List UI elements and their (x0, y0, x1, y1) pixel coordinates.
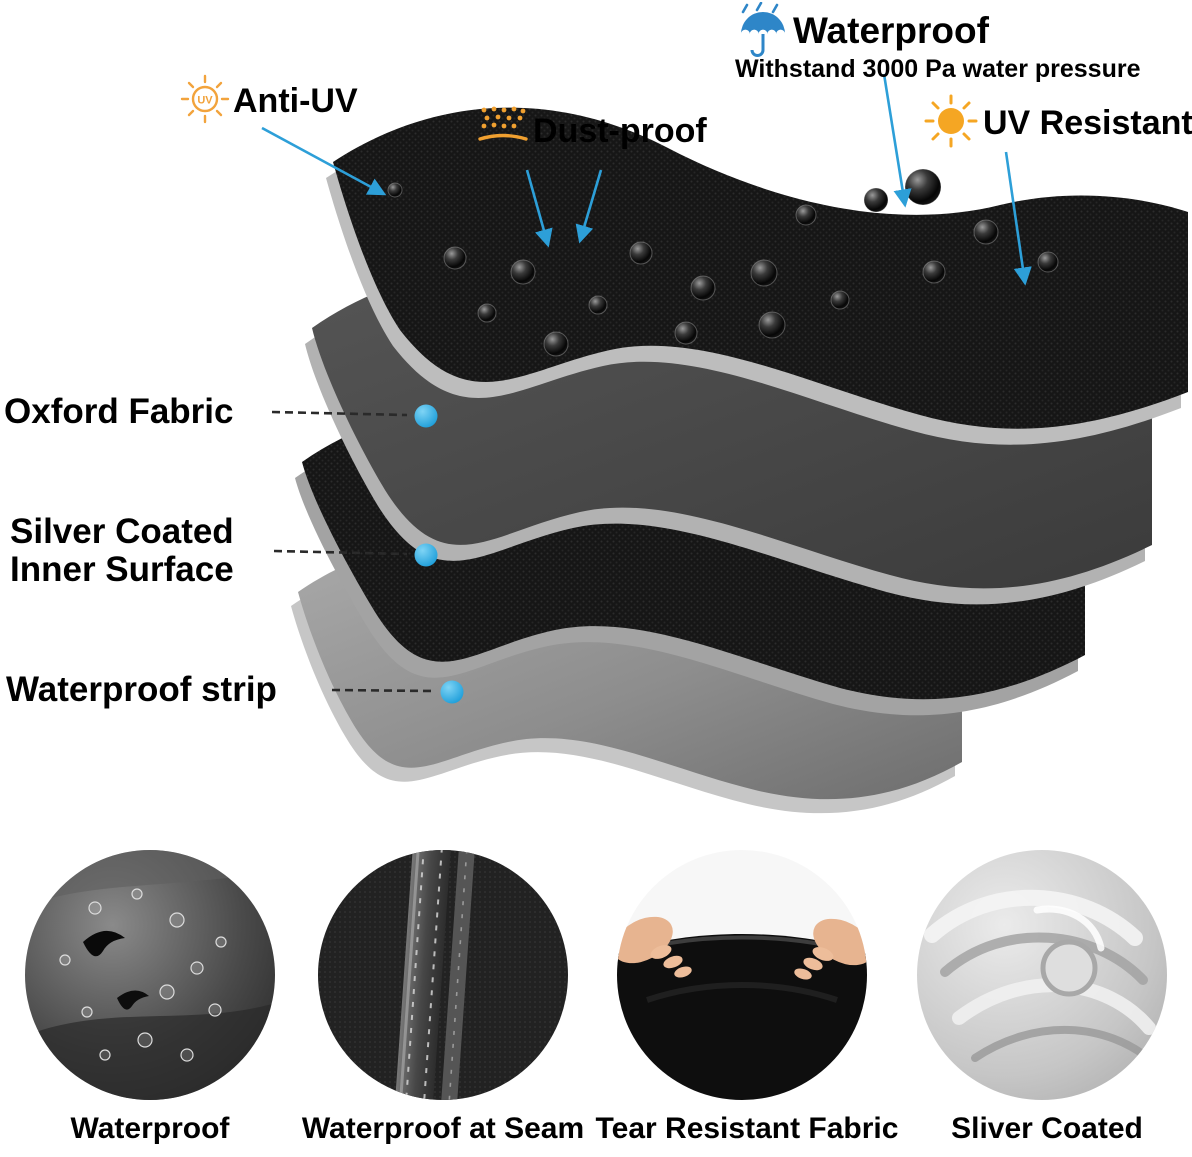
anti-uv-icon: UV (180, 74, 230, 124)
feature-caption-sliver-coated: Sliver Coated (951, 1112, 1143, 1145)
fabric-stack-diagram (261, 73, 1188, 814)
anti-uv-label: Anti-UV (233, 82, 358, 120)
waterproof-photo (25, 850, 275, 1100)
dust-proof-label: Dust-proof (533, 112, 707, 150)
feature-caption-waterproof-at-seam: Waterproof at Seam (301, 1112, 585, 1145)
silver-coated-label-line1: Silver Coated (10, 512, 234, 551)
layer-leader-lines (271, 410, 434, 693)
layer-marker-dots (414, 404, 464, 704)
tear-resistant-photo (617, 850, 867, 1100)
waterproof-label: Waterproof (793, 10, 989, 51)
waterproof-strip-label: Waterproof strip (6, 670, 277, 709)
uv-resistant-icon (924, 94, 978, 148)
dust-proof-icon (478, 104, 528, 148)
silver-coated-label-line2: Inner Surface (10, 550, 234, 589)
feature-caption-waterproof: Waterproof (70, 1112, 230, 1145)
feature-caption-tear-resistant: Tear Resistant Fabric (595, 1112, 899, 1145)
fabric-layer-oxford (326, 107, 1188, 445)
waterproof-icon (735, 2, 791, 60)
sliver-coated-photo (917, 850, 1167, 1100)
waterproof-subtitle: Withstand 3000 Pa water pressure (735, 55, 1141, 83)
water-droplets (387, 168, 1059, 357)
uv-resistant-label: UV Resistant (983, 104, 1192, 142)
oxford-fabric-label: Oxford Fabric (4, 392, 234, 431)
svg-text:UV: UV (197, 95, 213, 107)
waterproof-at-seam-photo (318, 850, 568, 1100)
callout-arrows (261, 73, 1032, 286)
